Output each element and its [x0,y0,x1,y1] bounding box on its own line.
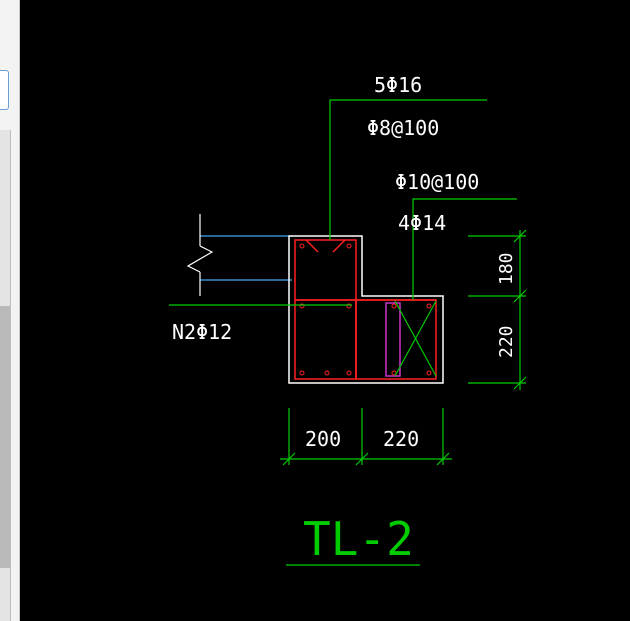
vertical-scrollbar[interactable] [0,130,11,621]
drawing-title: TL-2 [303,512,414,566]
leader-lines [169,99,517,377]
break-line-symbol [186,214,214,296]
label-slab-bars: N2Φ12 [172,320,232,344]
side-stirrup [385,302,401,377]
scrollbar-thumb[interactable] [0,306,10,568]
label-stirrup-main: Φ8@100 [367,116,439,140]
left-panel-edge [0,0,20,621]
dim-width-left: 200 [305,427,341,451]
main-stirrup [294,239,437,380]
dim-lower-height: 220 [496,325,517,358]
dim-upper-height: 180 [496,252,517,285]
label-side-bars: 4Φ14 [398,211,446,235]
dim-width-right: 220 [383,427,419,451]
cad-drawing-canvas[interactable]: 5Φ16 Φ8@100 Φ10@100 4Φ14 N2Φ12 180 220 2… [20,0,630,621]
horizontal-dimension [280,408,452,466]
label-stirrup-side: Φ10@100 [395,170,479,194]
label-main-bars: 5Φ16 [374,73,422,97]
rebar-dots [299,243,432,376]
beam-outline [288,235,444,384]
vertical-dimension [468,229,527,390]
panel-tab-button[interactable] [0,70,9,110]
slab-section [200,235,292,281]
